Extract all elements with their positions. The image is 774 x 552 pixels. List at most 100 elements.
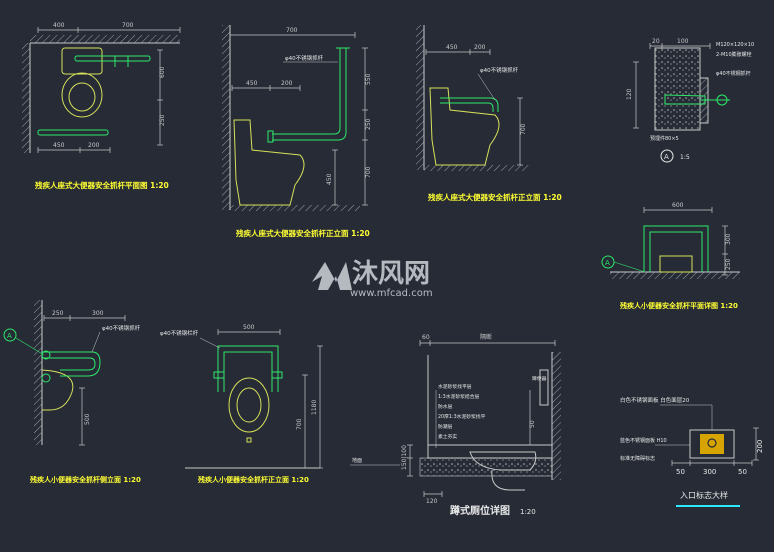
urinal-rail-side [42, 351, 101, 377]
dim-label: 600 [672, 202, 684, 209]
detail-note: M120×120×10 [716, 42, 754, 48]
callout-leader [477, 73, 496, 101]
dim-label: 120 [426, 498, 438, 505]
dim-label: 500 [84, 413, 91, 425]
dim-label: 700 [520, 123, 527, 135]
layer-note: 防潮层 [438, 423, 453, 430]
layer-note: 水泥砂浆找平层 [438, 383, 472, 390]
detail-marker [660, 149, 674, 163]
dim-label: 700 [296, 418, 303, 430]
callout-leader [91, 331, 101, 353]
dim-label: 50 [738, 468, 747, 476]
urinal-side-elevation: A 250 300 500 φ40不锈钢抓杆 残疾人小便器安全抓杆侧立面 1:2… [3, 300, 141, 484]
wall-hatch [222, 25, 230, 210]
side-note: 蹲便器 [532, 375, 547, 382]
dim-label: 250 [52, 310, 64, 317]
dim-label: 700 [365, 166, 372, 178]
dim-label: 300 [92, 310, 104, 317]
callout-rail: φ40不锈钢栏杆 [160, 329, 199, 337]
urinal-plan-body [659, 255, 693, 273]
grab-rail-vertical-inner [272, 48, 347, 141]
dim-label: 200 [474, 44, 486, 51]
dim-label: 250 [159, 114, 166, 126]
caption-squat-scale: 1:20 [520, 508, 536, 516]
caption-entrance: 入口标志大样 [680, 490, 728, 500]
toilet-side-2 [429, 87, 500, 166]
dim-label: 450 [326, 173, 333, 185]
side-marker [3, 328, 17, 342]
grab-rail-vertical [272, 48, 341, 135]
dim-label: 300 [725, 233, 732, 245]
dim-label: 250 [725, 258, 732, 270]
dim-label: 200 [281, 80, 293, 87]
dim-label: 50 [676, 468, 685, 476]
dim-label: 500 [243, 324, 255, 331]
callout-leader [199, 337, 221, 349]
dim-label: 400 [53, 22, 65, 29]
detail-note: 预埋件80×5 [650, 135, 679, 142]
dim-label: 200 [88, 142, 100, 149]
dim-label: 150|100 [401, 445, 408, 470]
dim-label: 700 [286, 27, 298, 34]
toilet-seat [68, 82, 96, 112]
wall-hatch [416, 25, 424, 170]
watermark: 沐风网 www.mfcad.com [312, 259, 433, 299]
sign-note: 蓝色不锈钢面板 H10 [620, 437, 667, 444]
urinal-front-inner [236, 387, 262, 423]
detail-rail [664, 94, 706, 105]
dim-label: 700 [122, 22, 134, 29]
caption-plan1: 残疾人座式大便器安全抓杆平面图 1:20 [35, 180, 169, 190]
wall-hatch [34, 300, 42, 445]
rail-flange [267, 130, 274, 143]
dim-label: 450 [53, 142, 65, 149]
marker-leader [15, 337, 45, 356]
side-marker-letter: A [7, 332, 12, 340]
dim-label: 250 [365, 118, 372, 130]
toilet-bowl [61, 72, 103, 118]
wall-hatch-left [22, 43, 30, 153]
watermark-brand: 沐风网 [352, 259, 430, 289]
squat-pan [469, 451, 537, 471]
caption-elev2: 残疾人座式大便器安全抓杆正立面 1:20 [428, 192, 562, 202]
dim-label: 隔断 [480, 333, 492, 341]
urinal-rail-u-inner [649, 231, 703, 272]
detail-marker-letter: A [664, 153, 669, 161]
urinal-rail-front-inner [223, 351, 273, 392]
dim-label: 60 [422, 334, 430, 341]
rail-flange [271, 371, 283, 379]
dim-label: 200 [756, 440, 764, 453]
floor-hatch [424, 165, 529, 171]
caption-squat: 蹲式厕位详图 [450, 504, 510, 517]
marker-leader [613, 261, 646, 273]
caption-urinal-plan: 残疾人小便器安全抓杆平面详图 1:20 [620, 301, 738, 310]
watermark-logo-icon [312, 262, 352, 290]
dim-label: 300 [703, 468, 716, 476]
detail-note: 2-M10膨胀螺栓 [716, 51, 752, 58]
floor-hatch [230, 205, 360, 211]
plan-view-toilet: 400 700 600 250 450 200 残疾人座式大便器安全抓杆平面图 … [22, 22, 181, 190]
squat-toilet-section: 60 隔断 150|100 120 50 水泥砂浆找平层 1:3水泥砂浆结合层 … [350, 333, 561, 517]
dim-label: 120 [626, 88, 633, 100]
dim-label: 600 [159, 66, 166, 78]
elevation-toilet-front: 700 450 200 550 250 700 450 φ40不锈钢抓杆 残疾人… [222, 25, 372, 238]
entrance-sign-detail: 50 300 50 200 白色不锈钢面板 白色面层20 蓝色不锈钢面板 H10… [620, 396, 764, 507]
trap-pipe [491, 469, 525, 491]
dim-label: 450 [246, 80, 258, 87]
elevation-toilet-side: 450 200 700 φ40不锈钢抓杆 残疾人座式大便器安全抓杆正立面 1:2… [416, 25, 562, 202]
urinal-front-elevation: 500 700 1180 φ40不锈钢栏杆 残疾人小便器安全抓杆正立面 1:20 [160, 324, 323, 484]
urinal-rail-plan: 600 300 250 A 残疾人小便器安全抓杆平面详图 1:20 [601, 202, 740, 310]
layer-note: 素土夯实 [438, 433, 457, 440]
floor-note: 地面 [352, 457, 362, 464]
sign-note: 标准无障碍标志 [620, 455, 655, 462]
urinal-rail-u [643, 225, 709, 272]
layer-note: 1:3水泥砂浆结合层 [438, 393, 480, 400]
grab-rail-elbow-2 [440, 102, 494, 112]
callout-rail: φ40不锈钢抓杆 [285, 54, 324, 62]
wheelchair-icon [707, 438, 717, 448]
urinal-front-body [228, 377, 270, 433]
urinal-rail-side-inner [42, 357, 96, 371]
sign-note: 白色不锈钢面板 白色面层20 [620, 396, 690, 404]
caption-urinal-side: 残疾人小便器安全抓杆侧立面 1:20 [30, 475, 141, 484]
urinal-rail-front [217, 345, 279, 392]
